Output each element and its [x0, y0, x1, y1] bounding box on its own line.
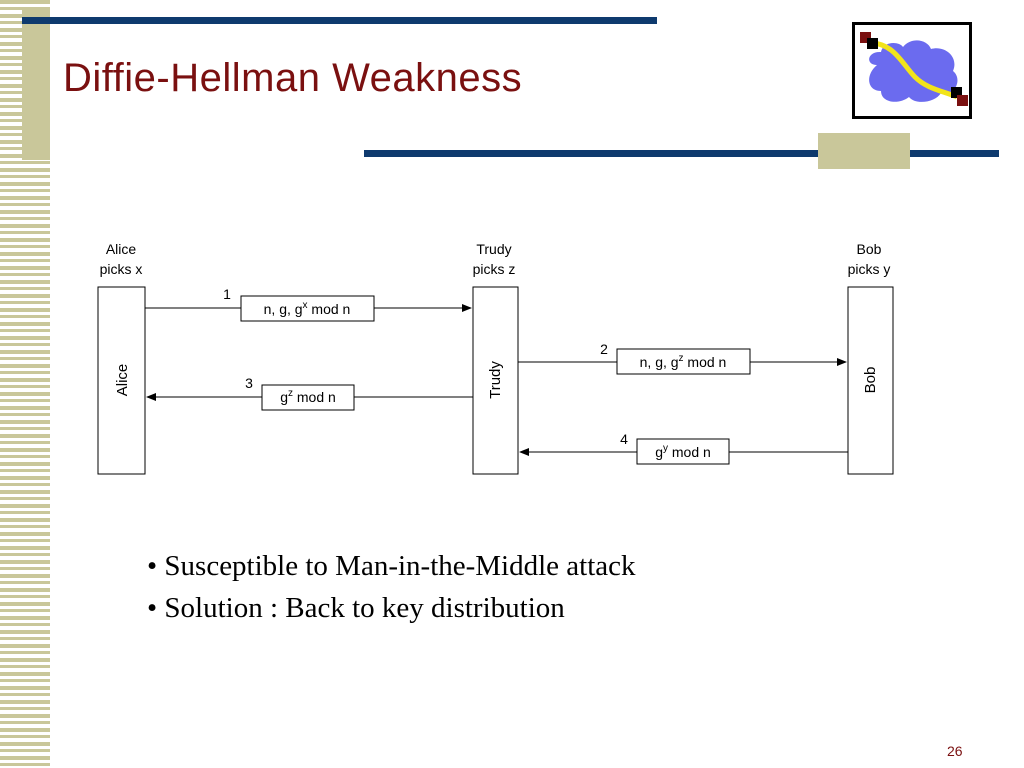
title-underline-rule	[364, 150, 999, 157]
sequence-diagram: Alice picks x Trudy picks z Bob picks y …	[60, 230, 910, 495]
message-1-number: 1	[223, 286, 231, 302]
bullet-list: • Susceptible to Man-in-the-Middle attac…	[147, 545, 636, 629]
logo-square-top-back	[860, 32, 871, 43]
message-4-label: gy mod n	[655, 443, 711, 460]
alice-header-name: Alice	[106, 241, 137, 257]
trudy-header-picks: picks z	[473, 261, 516, 277]
message-3-number: 3	[245, 375, 253, 391]
bob-header-name: Bob	[857, 241, 882, 257]
message-4-box	[636, 438, 730, 465]
message-2-label: n, g, gz mod n	[640, 353, 727, 370]
logo-square-bottom	[951, 87, 962, 98]
message-1-box	[240, 295, 375, 322]
message-4-number: 4	[620, 431, 628, 447]
bullet-item: • Solution : Back to key distribution	[147, 592, 565, 624]
bob-box	[847, 286, 894, 475]
message-2-number: 2	[600, 341, 608, 357]
cloud-path-line	[872, 40, 958, 100]
alice-header-picks: picks x	[100, 261, 143, 277]
message-2-box	[616, 348, 751, 375]
bob-box-label: Bob	[862, 367, 879, 394]
left-decorative-block	[22, 10, 50, 160]
page-number: 26	[947, 743, 963, 759]
cloud-shape	[869, 40, 958, 102]
trudy-box	[472, 286, 519, 475]
slide-title: Diffie-Hellman Weakness	[63, 56, 523, 100]
bullet-item: • Susceptible to Man-in-the-Middle attac…	[147, 550, 636, 582]
bob-header-picks: picks y	[848, 261, 891, 277]
network-cloud-icon	[852, 22, 972, 119]
alice-box	[97, 286, 146, 475]
top-rule	[22, 17, 657, 24]
message-3-box	[261, 384, 355, 411]
logo-square-bottom-back	[957, 95, 968, 106]
decorative-block	[818, 133, 910, 169]
trudy-box-label: Trudy	[487, 361, 504, 399]
trudy-header-name: Trudy	[476, 241, 511, 257]
logo-square-top	[867, 38, 878, 49]
message-1-label: n, g, gx mod n	[264, 300, 351, 317]
alice-box-label: Alice	[114, 364, 131, 397]
message-3-label: gz mod n	[280, 388, 336, 405]
